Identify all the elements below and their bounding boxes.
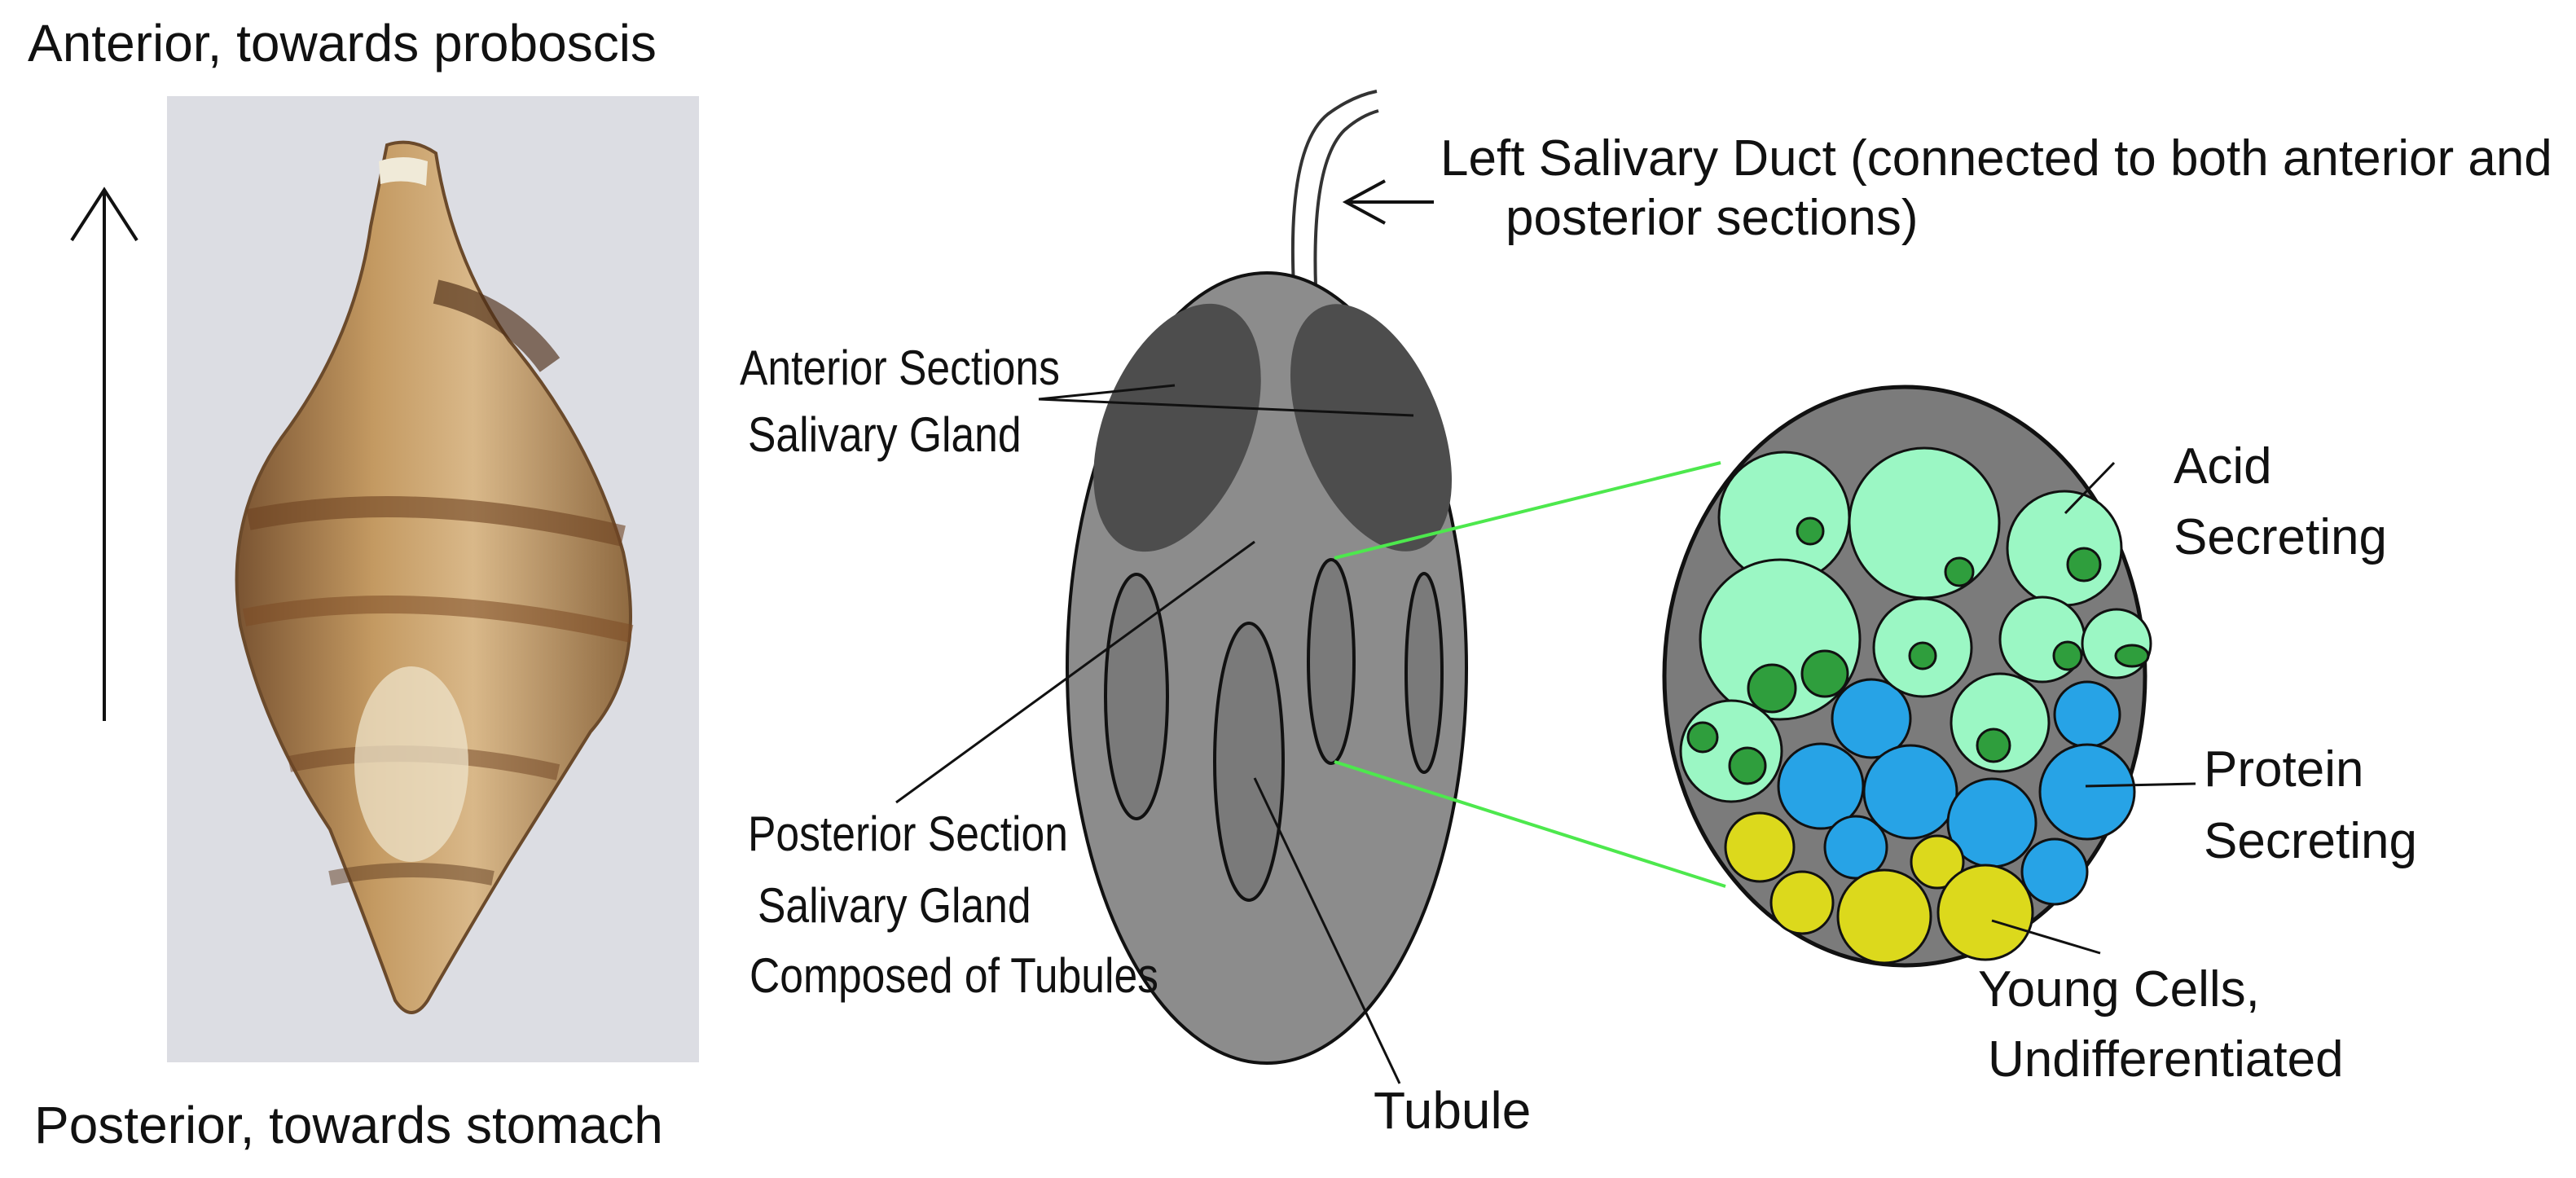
young-cells	[1724, 811, 2034, 965]
anterior-sections-label-line1: Anterior Sections	[740, 341, 1060, 395]
posterior-section-label-line3: Composed of Tubules	[750, 948, 1158, 1003]
protein-secreting-label-line1: Protein	[2204, 741, 2364, 798]
tubule-label: Tubule	[1374, 1081, 1532, 1140]
protein-cells	[1777, 678, 2136, 906]
orientation-arrow	[70, 187, 138, 721]
salivary-duct-label-line2: posterior sections)	[1506, 190, 1919, 246]
anterior-sections-label-line2: Salivary Gland	[748, 407, 1022, 462]
acid-secreting-label-line1: Acid	[2174, 438, 2272, 494]
anterior-direction-label: Anterior, towards proboscis	[28, 14, 657, 73]
tubule-1	[1104, 573, 1169, 820]
young-cells-label-line2: Undifferentiated	[1988, 1031, 2344, 1088]
posterior-direction-label: Posterior, towards stomach	[34, 1096, 663, 1154]
protein-secreting-label-line2: Secreting	[2204, 813, 2417, 869]
snail-shell-photo	[167, 96, 699, 1062]
acid-cells	[1679, 446, 2152, 803]
young-cells-label-line1: Young Cells,	[1978, 961, 2260, 1018]
tubule-3	[1307, 558, 1356, 765]
zoom-line-top	[1334, 461, 1721, 560]
salivary-duct-label-line1: Left Salivary Duct (connected to both an…	[1440, 130, 2552, 187]
salivary-duct	[1290, 90, 1378, 288]
posterior-section-label-line1: Posterior Section	[748, 807, 1068, 861]
acid-cell-nuclei	[1686, 516, 2150, 785]
tubule-2	[1213, 622, 1285, 902]
anterior-section-right	[1290, 304, 1453, 552]
posterior-section-label-line2: Salivary Gland	[758, 878, 1031, 933]
tubule-4	[1404, 572, 1444, 774]
zoom-line-bottom	[1334, 760, 1726, 888]
anterior-section-left	[1093, 303, 1261, 552]
acid-secreting-label-line2: Secreting	[2174, 509, 2387, 565]
